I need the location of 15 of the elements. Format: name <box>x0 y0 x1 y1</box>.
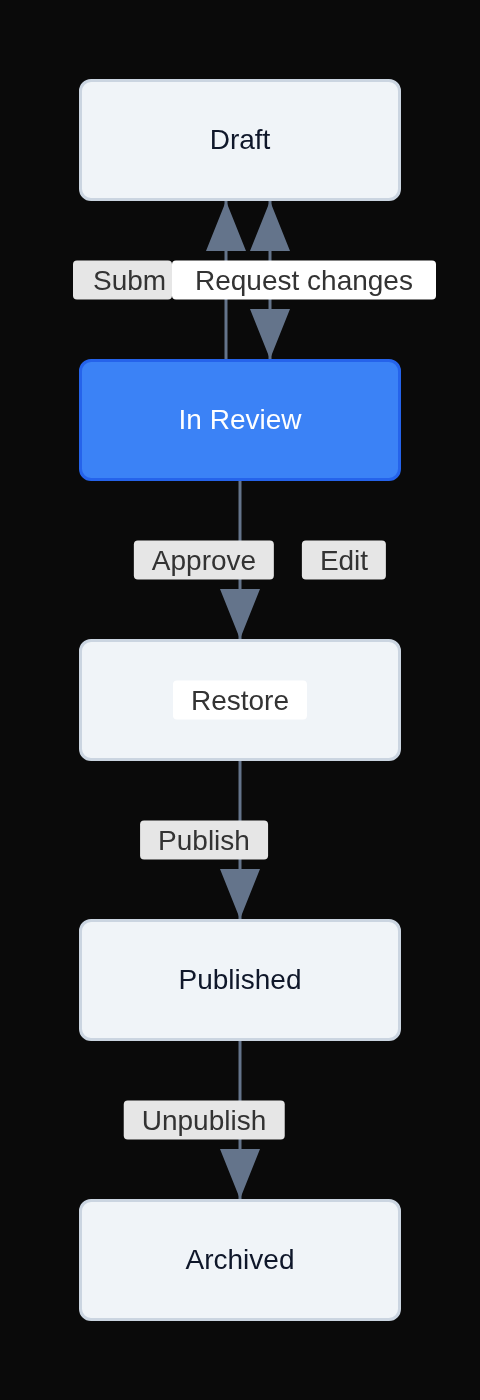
state-label: Draft <box>208 123 272 157</box>
edge-label: Unpublish <box>123 1100 285 1140</box>
edge-label: Publish <box>140 820 268 860</box>
edge-label: Approve <box>133 540 275 580</box>
state-box <box>79 919 401 1041</box>
transition-label: Edit <box>301 540 387 580</box>
edge-label: Request changes <box>172 260 436 300</box>
state-label: Archived <box>184 1243 296 1277</box>
state-label: In Review <box>177 403 303 437</box>
state-box <box>79 359 401 481</box>
state-box <box>79 1199 401 1321</box>
state-label: Published <box>177 963 303 997</box>
state-box <box>79 79 401 201</box>
transition-label: Restore <box>173 680 307 720</box>
edge-label: Subm <box>73 260 173 300</box>
